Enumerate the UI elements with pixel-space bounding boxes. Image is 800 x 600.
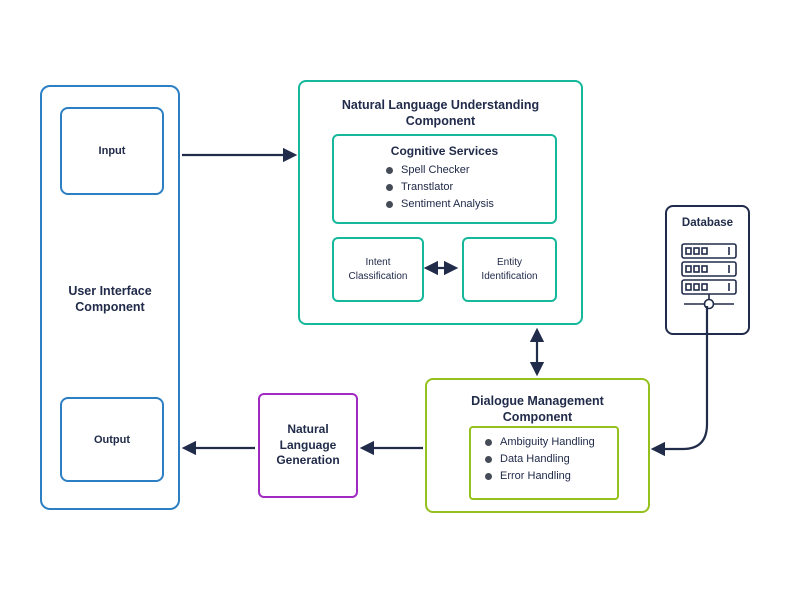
input-label: Input bbox=[98, 145, 126, 157]
dialogue-management-title: Dialogue Management Component bbox=[471, 394, 604, 424]
intent-classification-label: Intent Classification bbox=[348, 257, 408, 282]
server-rack-rows bbox=[681, 243, 737, 295]
bullet-icon bbox=[386, 166, 393, 174]
list-item-label: Error Handling bbox=[500, 470, 571, 482]
bullet-icon bbox=[485, 438, 492, 446]
dialogue-management-component: Dialogue Management Component Ambiguity … bbox=[425, 378, 650, 513]
list-item-label: Sentiment Analysis bbox=[401, 198, 494, 210]
input-box: Input bbox=[60, 107, 164, 195]
list-item: Error Handling bbox=[485, 470, 617, 482]
entity-identification-box: Entity Identification bbox=[462, 237, 557, 302]
nlu-component: Natural Language Understanding Component… bbox=[298, 80, 583, 325]
database-server-icon bbox=[681, 243, 737, 310]
bullet-icon bbox=[386, 183, 393, 191]
bullet-icon bbox=[485, 455, 492, 463]
list-item: Ambiguity Handling bbox=[485, 436, 617, 448]
cognitive-services-box: Cognitive Services Spell Checker Transtl… bbox=[332, 134, 557, 224]
list-item-label: Spell Checker bbox=[401, 164, 470, 176]
database-box: Database bbox=[665, 205, 750, 335]
network-node-icon bbox=[684, 294, 734, 310]
nlg-box: Natural Language Generation bbox=[258, 393, 358, 498]
cognitive-services-list: Spell Checker Transtlator Sentiment Anal… bbox=[334, 164, 555, 210]
output-box: Output bbox=[60, 397, 164, 482]
dialogue-handlers-box: Ambiguity Handling Data Handling Error H… bbox=[469, 426, 619, 500]
database-title: Database bbox=[681, 217, 734, 229]
bullet-icon bbox=[485, 472, 492, 480]
list-item-label: Transtlator bbox=[401, 181, 454, 193]
list-item: Transtlator bbox=[386, 181, 555, 193]
nlg-label: Natural Language Generation bbox=[276, 422, 340, 468]
user-interface-component: Input User Interface Component Output bbox=[40, 85, 180, 510]
output-label: Output bbox=[93, 433, 131, 446]
nlu-title: Natural Language Understanding Component bbox=[341, 98, 540, 128]
dialogue-handlers-list: Ambiguity Handling Data Handling Error H… bbox=[471, 436, 617, 482]
cognitive-services-title: Cognitive Services bbox=[390, 144, 499, 158]
ui-component-title: User Interface Component bbox=[68, 284, 152, 314]
bullet-icon bbox=[386, 200, 393, 208]
list-item-label: Data Handling bbox=[500, 453, 570, 465]
list-item-label: Ambiguity Handling bbox=[500, 436, 595, 448]
list-item: Data Handling bbox=[485, 453, 617, 465]
intent-classification-box: Intent Classification bbox=[332, 237, 424, 302]
entity-identification-label: Entity Identification bbox=[481, 257, 538, 282]
list-item: Spell Checker bbox=[386, 164, 555, 176]
list-item: Sentiment Analysis bbox=[386, 198, 555, 210]
